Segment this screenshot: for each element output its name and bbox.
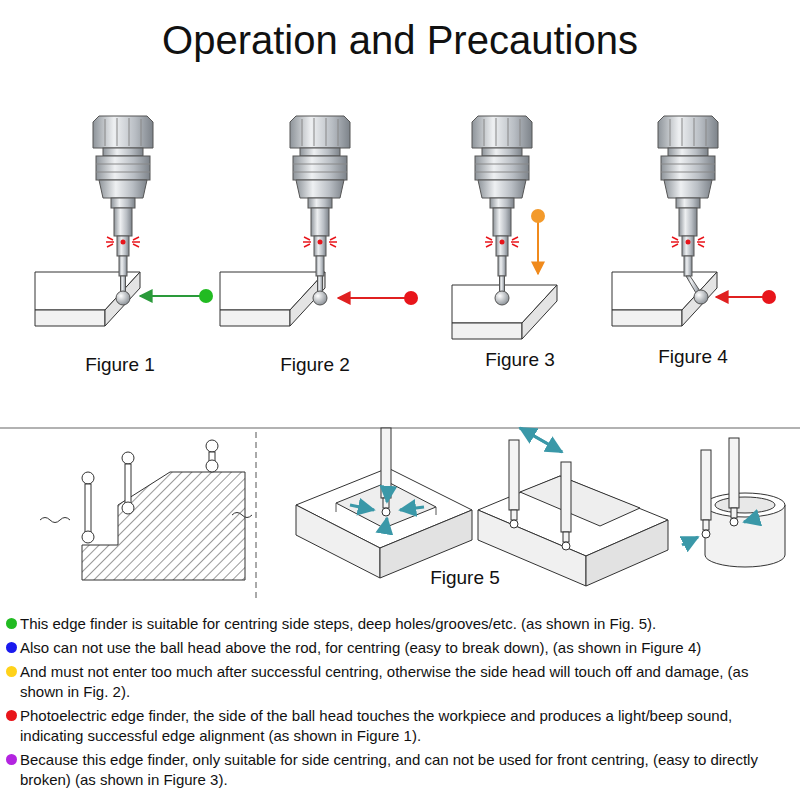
probe [122, 452, 134, 514]
probe [82, 472, 94, 543]
legend-row: Photoelectric edge finder, the side of t… [6, 706, 792, 746]
break-line [40, 518, 70, 523]
motion-arrow [537, 222, 539, 274]
dashed-divider [256, 432, 257, 600]
probe [206, 440, 218, 472]
figure-1 [35, 116, 213, 326]
precaution-text: And must not enter too much after succes… [20, 662, 792, 702]
break-line [232, 513, 252, 518]
indicator-dot [199, 289, 213, 303]
title: Operation and Precautions [0, 18, 800, 63]
figure-label: Figure 4 [658, 346, 728, 368]
bullet-swatch [6, 618, 17, 629]
precaution-text: Because this edge finder, only suitable … [20, 750, 792, 790]
legend-row: And must not enter too much after succes… [6, 662, 792, 702]
separator-line [0, 427, 800, 429]
probe-ball [694, 290, 708, 304]
legend-row: Because this edge finder, only suitable … [6, 750, 792, 790]
precaution-text: This edge finder is suitable for centrin… [20, 614, 656, 634]
pocket-block [296, 428, 472, 578]
figure-label: Figure 5 [430, 567, 500, 589]
cylinder-bore [682, 438, 785, 567]
figure-label: Figure 3 [485, 349, 555, 371]
bullet-swatch [6, 710, 17, 721]
legend-row: This edge finder is suitable for centrin… [6, 614, 792, 634]
indicator-dot [531, 209, 545, 223]
legend: This edge finder is suitable for centrin… [6, 614, 792, 794]
bullet-swatch [6, 754, 17, 765]
indicator-dot [762, 290, 776, 304]
motion-arrow [338, 297, 408, 299]
figure-3 [452, 116, 557, 339]
figure-label: Figure 1 [85, 354, 155, 376]
bullet-swatch [6, 642, 17, 653]
motion-arrow [140, 295, 203, 297]
bullet-swatch [6, 666, 17, 677]
precaution-text: Also can not use the ball head above the… [20, 638, 701, 658]
precaution-text: Photoelectric edge finder, the side of t… [20, 706, 792, 746]
step-block [478, 428, 668, 586]
figure-2 [220, 116, 418, 326]
figure-label: Figure 2 [280, 354, 350, 376]
hatched-workpiece [82, 472, 245, 580]
section-view [40, 440, 252, 580]
indicator-dot [404, 291, 418, 305]
motion-arrow [716, 296, 765, 298]
legend-row: Also can not use the ball head above the… [6, 638, 792, 658]
figure-4 [612, 116, 776, 326]
